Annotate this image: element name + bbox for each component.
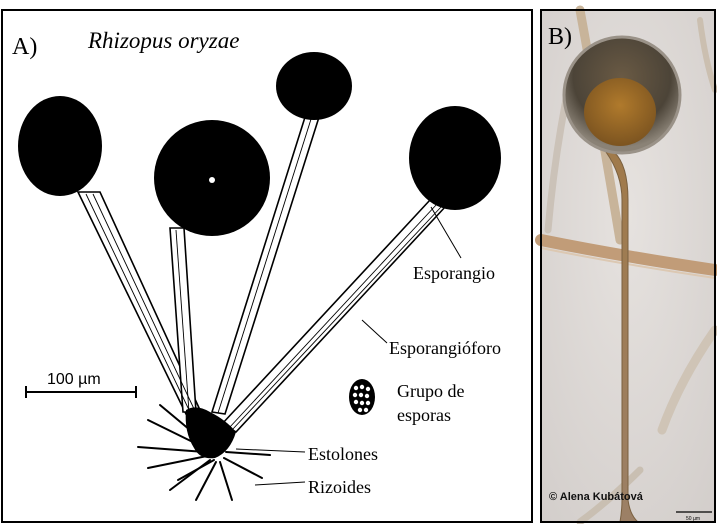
panel-a: A) Rhizopus oryzae [2, 10, 532, 522]
species-title: Rhizopus oryzae [87, 28, 239, 53]
sporangium-4 [409, 106, 501, 210]
sporangium-1 [18, 96, 102, 196]
label-spore-group-line2: esporas [397, 405, 451, 425]
panel-b: B) © Alena Kubátová 50 µm [541, 10, 715, 522]
photo-credit: © Alena Kubátová [549, 491, 644, 503]
label-spore-group-line1: Grupo de [397, 381, 464, 401]
label-sporangiophore: Esporangióforo [389, 338, 501, 358]
label-stolons: Estolones [308, 444, 378, 464]
panel-b-letter: B) [548, 24, 572, 50]
spore-cluster [349, 379, 375, 415]
sporangium-3 [276, 52, 352, 120]
label-rhizoids: Rizoides [308, 477, 371, 497]
scale-bar-label: 100 µm [47, 371, 101, 388]
sporangium-2-highlight [209, 177, 215, 183]
microscope-columella [584, 78, 656, 146]
label-sporangium: Esporangio [413, 263, 495, 283]
panel-a-letter: A) [12, 34, 37, 60]
